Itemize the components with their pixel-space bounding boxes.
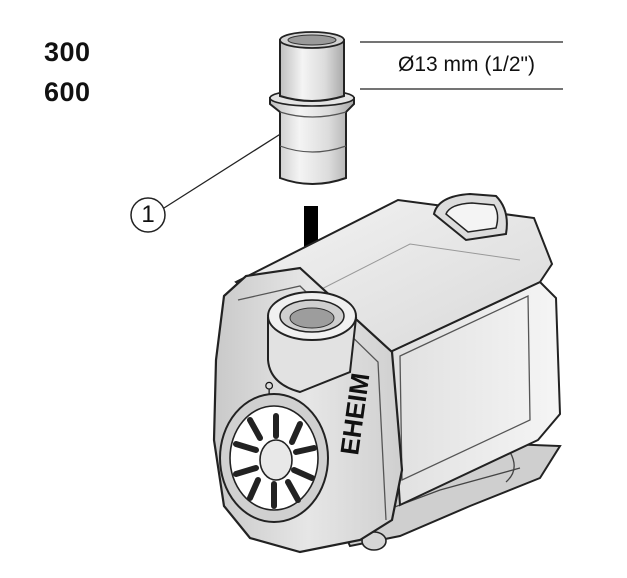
- svg-text:⚲: ⚲: [264, 380, 274, 396]
- callout-leader-line: [163, 132, 283, 209]
- model-number: 600: [44, 77, 91, 107]
- hose-adapter: [269, 31, 355, 185]
- diameter-label: Ø13 mm (1/2"): [398, 53, 535, 76]
- callout-circle: [130, 197, 166, 233]
- intake-grille: [219, 393, 329, 523]
- model-number-list: 300 600: [44, 32, 91, 112]
- callout-number: 1: [141, 201, 155, 228]
- model-number: 300: [44, 37, 91, 67]
- pump-body: ⚲ EHEIM: [212, 192, 562, 554]
